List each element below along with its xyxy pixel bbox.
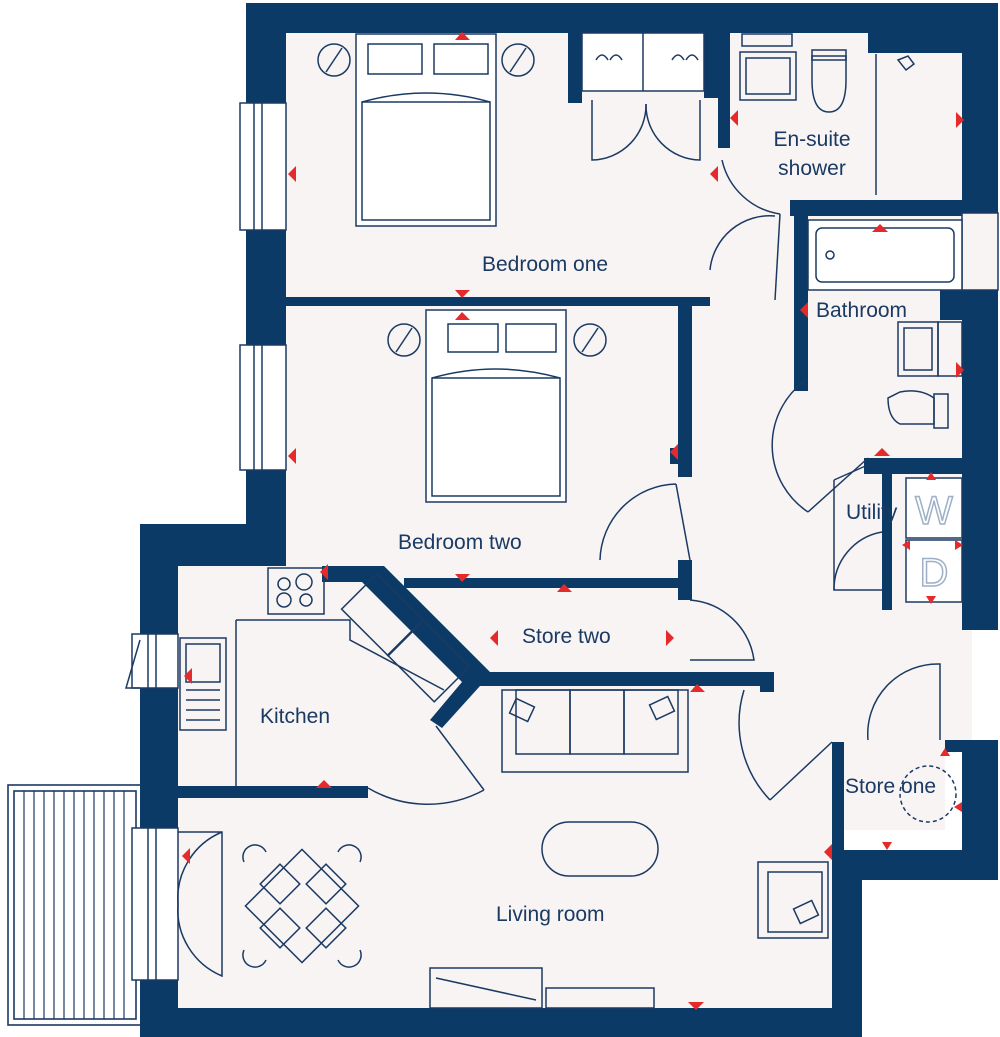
bedside-lamp-icon bbox=[387, 323, 607, 357]
room-label-kitchen: Kitchen bbox=[260, 705, 331, 728]
power-markers bbox=[182, 32, 964, 1010]
sink-icon bbox=[179, 637, 227, 731]
wardrobe-icon bbox=[581, 32, 705, 161]
dining-table-icon bbox=[242, 844, 362, 968]
wc-icon bbox=[811, 49, 847, 113]
floor-area bbox=[158, 20, 972, 1020]
hob-icon bbox=[267, 567, 325, 615]
washer-label: W bbox=[915, 489, 953, 533]
windows bbox=[131, 102, 999, 981]
room-label-store-one: Store one bbox=[845, 775, 937, 798]
balcony-icon bbox=[7, 784, 143, 1026]
dryer-label: D bbox=[920, 551, 949, 595]
bed-icon bbox=[355, 33, 497, 227]
coffee-table-icon bbox=[541, 821, 659, 877]
bedside-lamp-icon bbox=[317, 43, 535, 77]
room-label-store-two: Store two bbox=[522, 625, 611, 648]
room-label-ensuite-line2: shower bbox=[778, 157, 846, 180]
room-label-ensuite-line1: En-suite bbox=[773, 128, 851, 151]
room-label-living-room: Living room bbox=[496, 903, 605, 926]
wc-icon bbox=[887, 390, 949, 429]
walls bbox=[140, 3, 998, 1037]
room-label-bedroom-two: Bedroom two bbox=[398, 531, 522, 554]
basin-icon bbox=[739, 33, 797, 101]
bed-icon bbox=[425, 309, 567, 503]
room-label-bathroom: Bathroom bbox=[816, 299, 908, 322]
sofa-icon bbox=[501, 689, 689, 773]
room-label-utility: Utility bbox=[846, 501, 898, 524]
fixtures bbox=[125, 32, 963, 1009]
room-label-bedroom-one: Bedroom one bbox=[482, 253, 609, 276]
basin-icon bbox=[897, 321, 963, 377]
armchair-icon bbox=[757, 861, 829, 939]
room-label-ensuite: En-suite shower bbox=[762, 125, 862, 183]
